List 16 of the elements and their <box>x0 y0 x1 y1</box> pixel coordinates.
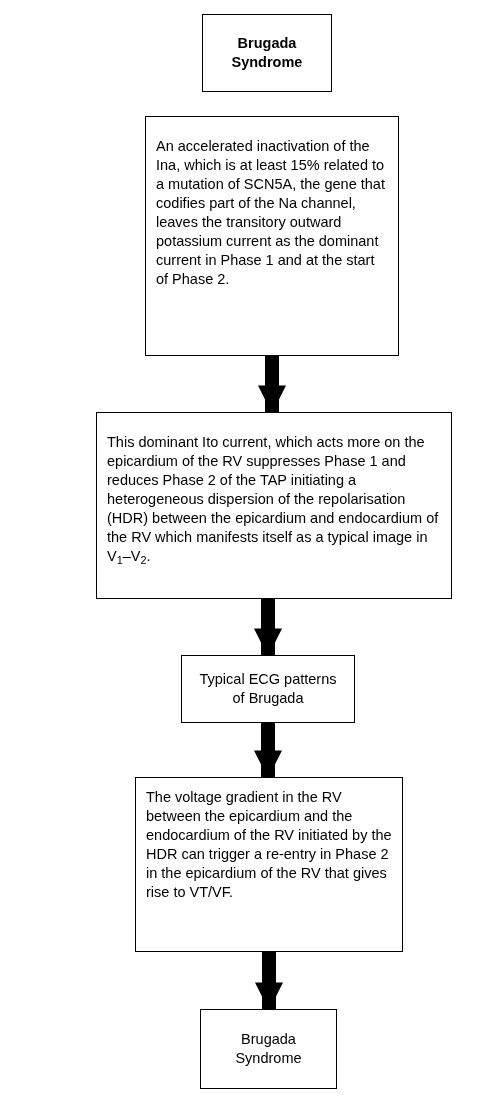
box-text: The voltage gradient in the RV between the epicardium and the endocardium of the RV initiated by the HDR can trigger a re-entry in Phase 2 in the epicardium of the RV that gives rise to VT/VF. <box>146 788 392 902</box>
arrow <box>255 952 283 1011</box>
box-text: An accelerated inactivation of the Ina, which is at least 15% related to a mutation of SCN5A, the gene that codifies part of the Na channel, leaves the transitory outward potassium current as the dominant current in Phase 1 and at the start of Phase 2. <box>156 137 386 289</box>
process-box <box>200 1009 337 1089</box>
process-box <box>96 412 452 599</box>
arrow <box>254 723 282 779</box>
box-text: This dominant Ito current, which acts more on the epicardium of the RV suppresses Phase 1 and reduces Phase 2 of the TAP initiating a heterogeneous dispersion of the repolarisation (HDR) between the epicardium and endocardium of the RV which manifests itself as a typical image in V$_{1}$–V$_{2}$. <box>107 433 440 566</box>
process-box <box>181 655 355 723</box>
box-text: Typical ECG patterns of Brugada <box>198 670 338 708</box>
process-box <box>135 777 403 952</box>
arrow <box>254 599 282 657</box>
box-text: Brugada Syndrome <box>234 1030 303 1068</box>
process-box <box>145 116 399 356</box>
arrow <box>258 356 286 414</box>
process-box <box>202 14 332 92</box>
box-text: Brugada Syndrome <box>230 34 304 72</box>
